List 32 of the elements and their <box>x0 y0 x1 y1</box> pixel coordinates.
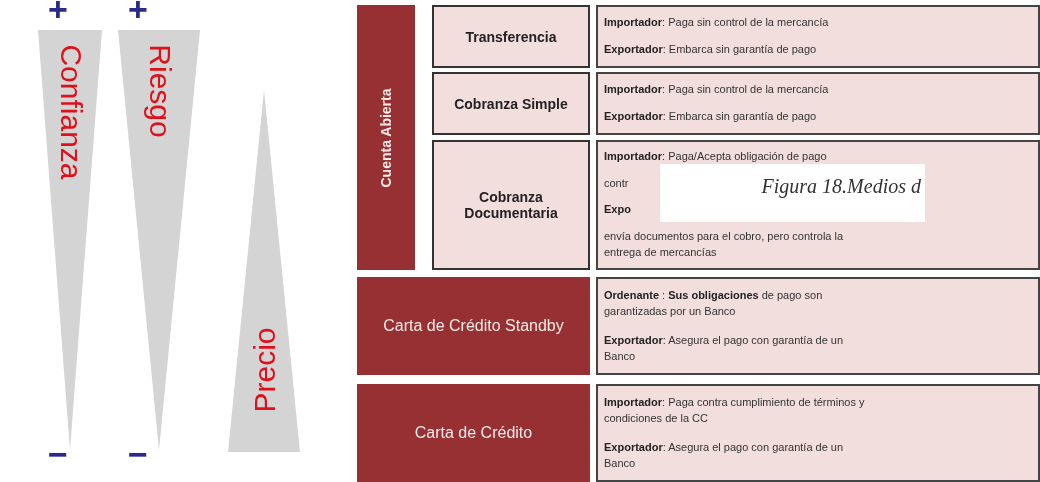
method-band: Carta de Crédito Standby <box>357 277 590 375</box>
scale-label: Riesgo <box>142 43 177 138</box>
band-label: Cuenta Abierta <box>378 87 394 188</box>
method-band: Carta de Crédito <box>357 384 590 482</box>
plus-sign: + <box>47 0 69 29</box>
description-box <box>596 140 1040 270</box>
description-text: Exportador: Asegura el pago con garantía de un Banco <box>604 332 845 364</box>
description-box <box>596 384 1040 482</box>
description-text: contr <box>604 175 629 191</box>
description-text: Importador: Paga/Acepta obligación de pago <box>604 149 827 165</box>
method-box: Transferencia <box>432 5 590 68</box>
category-band <box>357 5 415 270</box>
description-text: Importador: Paga sin control de la mercancía <box>604 81 829 97</box>
description-text: Expo <box>604 202 631 218</box>
scale-label: Precio <box>247 327 281 412</box>
method-box: Cobranza Documentaria <box>432 140 590 270</box>
description-text: Exportador: Embarca sin garantía de pago <box>604 42 817 58</box>
description-text: Importador: Paga contra cumplimiento de términos y condiciones de la CC <box>604 394 866 426</box>
description-text: Exportador: Embarca sin garantía de pago <box>604 109 817 125</box>
figure-caption: Figura 18.Medios d <box>660 164 925 222</box>
method-box: Cobranza Simple <box>432 72 590 135</box>
description-box <box>596 72 1040 135</box>
scale-label: Confianza <box>53 43 88 180</box>
description-box <box>596 277 1040 375</box>
description-text: Exportador: Asegura el pago con garantía de un Banco <box>604 439 845 471</box>
minus-sign: − <box>47 435 69 474</box>
description-text: Importador: Paga sin control de la mercancía <box>604 14 829 30</box>
description-text: envía documentos para el cobro, pero controla la entrega de mercancías <box>604 228 845 260</box>
description-text: Ordenante : Sus obligaciones de pago son garantizadas por un Banco <box>604 287 824 319</box>
minus-sign: − <box>127 435 149 474</box>
plus-sign: + <box>127 0 149 29</box>
description-box <box>596 5 1040 68</box>
